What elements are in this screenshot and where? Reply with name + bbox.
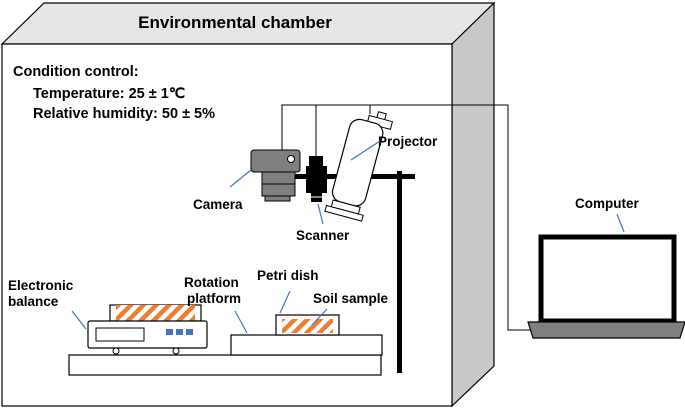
camera-label: Camera: [193, 197, 243, 212]
balance-label-line1: Electronic: [8, 278, 74, 293]
petri-dish: [275, 314, 340, 336]
balance-button-3: [186, 329, 193, 335]
platform-leader: [234, 310, 248, 334]
projector-leader: [350, 140, 381, 161]
balance-label-line2: balance: [8, 294, 59, 309]
projector: [324, 111, 394, 222]
platform-label-line1: Rotation: [184, 275, 239, 290]
scanner-label: Scanner: [296, 228, 350, 243]
soil-sample: [282, 319, 333, 333]
condition-heading: Condition control:: [13, 64, 139, 80]
balance-leader: [71, 310, 87, 330]
electronic-balance: [87, 304, 208, 355]
platform-label-line2: platform: [187, 291, 241, 306]
cable: [281, 104, 538, 331]
rotation-platform: [230, 334, 383, 356]
soil-sample-leader: [311, 308, 328, 326]
balance-button-1: [166, 329, 173, 335]
camera: [250, 149, 301, 202]
balance-button-2: [176, 329, 183, 335]
chamber-title: Environmental chamber: [138, 13, 332, 32]
scanner-leader: [317, 203, 324, 225]
stand-pole: [397, 171, 402, 373]
soil-sample-label: Soil sample: [313, 291, 389, 306]
projector-label: Projector: [378, 134, 438, 149]
computer-label: Computer: [575, 196, 639, 211]
humidity-line: Relative humidity: 50 ± 5%: [33, 106, 215, 122]
temperature-line: Temperature: 25 ± 1℃: [33, 86, 186, 102]
computer: [527, 234, 685, 339]
chamber-side-face: [451, 1, 495, 408]
petri-dish-leader: [279, 290, 291, 314]
petri-dish-label: Petri dish: [257, 268, 319, 283]
scanner: [306, 156, 327, 202]
computer-leader: [616, 213, 625, 233]
camera-leader: [229, 169, 252, 188]
base-table: [68, 354, 382, 376]
